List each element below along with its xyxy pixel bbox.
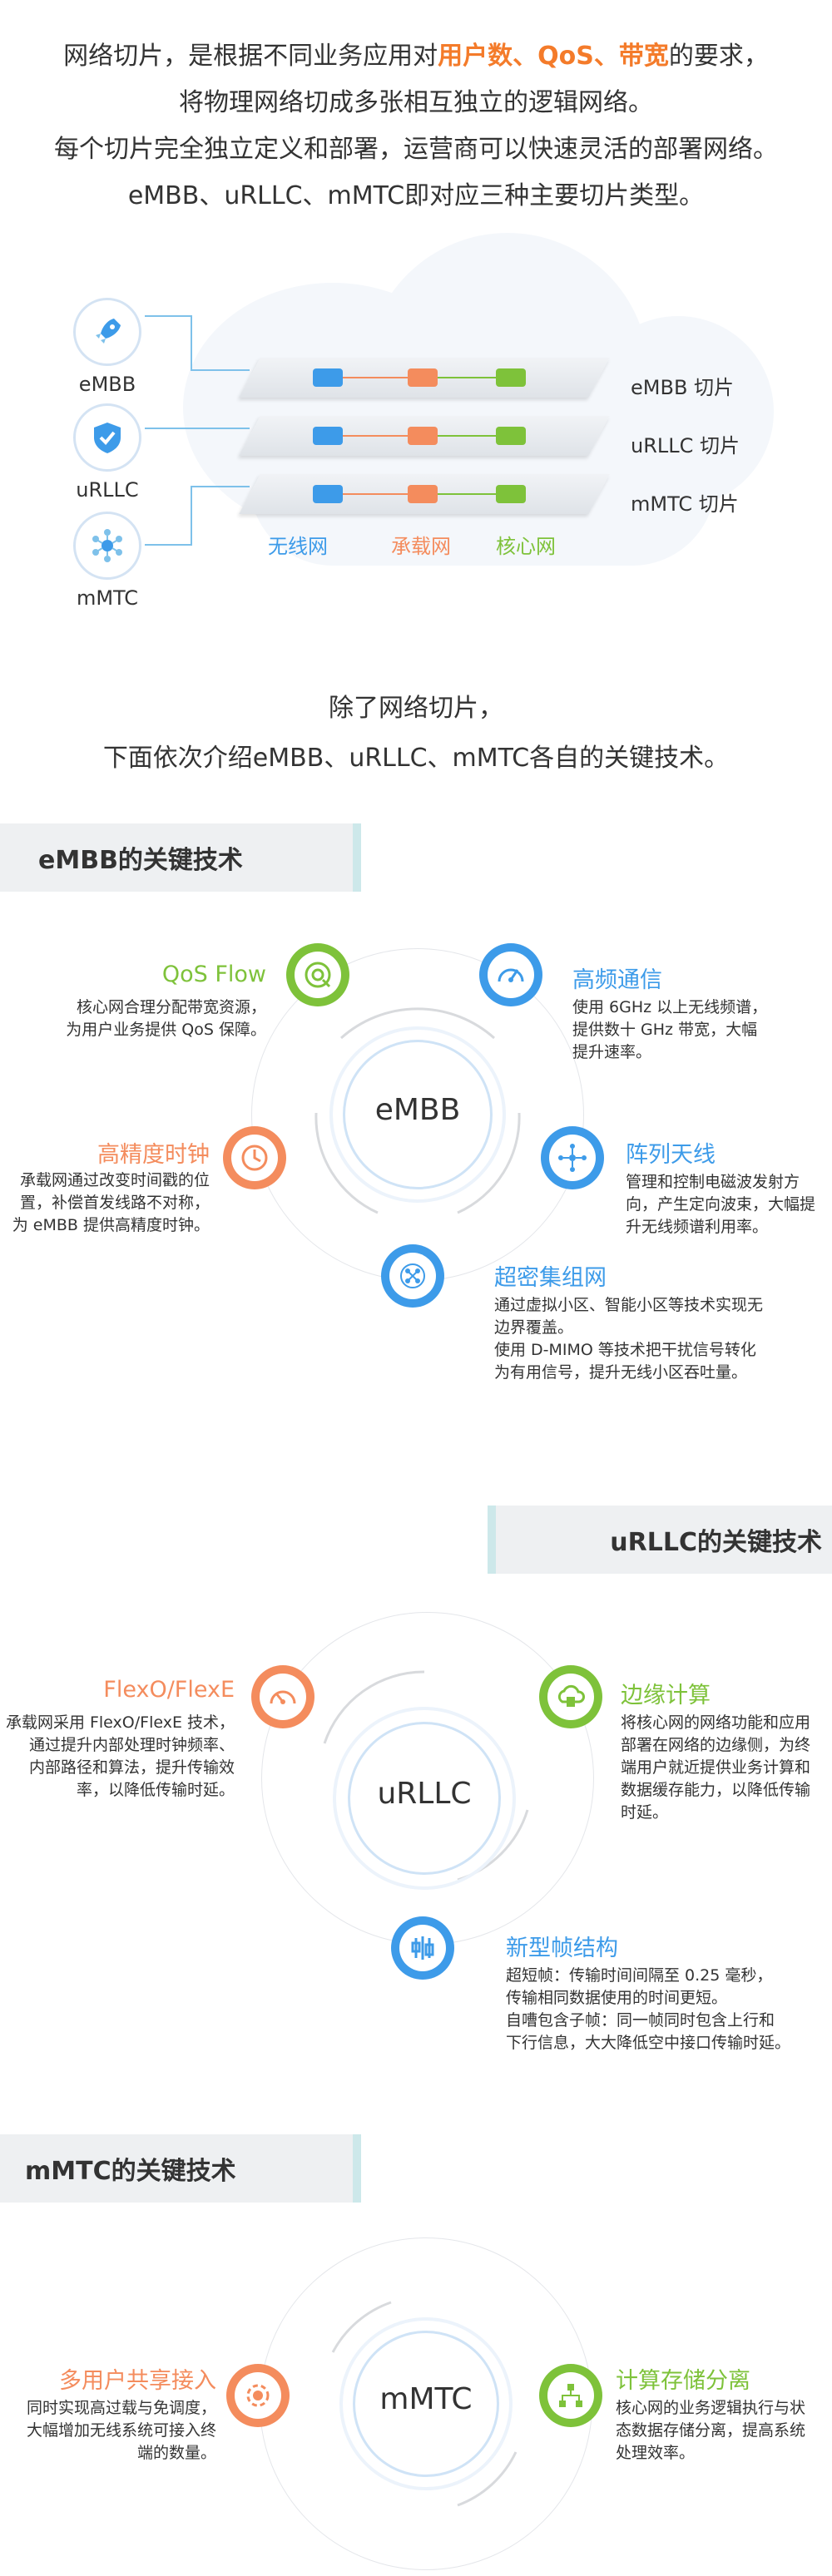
- clock-24-icon: [223, 1126, 286, 1189]
- intro-line-3: 每个切片完全独立定义和部署，运营商可以快速灵活的部署网络。: [54, 135, 778, 164]
- transition-text: 除了网络切片， 下面依次介绍eMBB、uRLLC、mMTC各自的关键技术。: [102, 694, 730, 773]
- antenna-array-icon: [541, 1126, 604, 1189]
- bearer-chip: [408, 427, 438, 445]
- section-heading-embb: eMBB的关键技术: [0, 823, 361, 892]
- intro-line-4: eMBB、uRLLC、mMTC即对应三种主要切片类型。: [127, 181, 705, 210]
- wireless-chip: [313, 485, 343, 503]
- tech-desc-ultra-dense: 通过虚拟小区、智能小区等技术实现无边界覆盖。使用 D-MIMO 等技术把干扰信号…: [494, 1296, 764, 1382]
- tech-title-precision-clock: 高精度时钟: [97, 1142, 210, 1168]
- center-circle: [348, 1722, 501, 1875]
- tech-title-shared-access: 多用户共享接入: [59, 2368, 216, 2394]
- connector-lines: [145, 315, 250, 546]
- slice-label-embb: eMBB 切片: [631, 376, 735, 399]
- edge-cloud-icon: [539, 1665, 602, 1728]
- slice-label-urllc: uRLLC 切片: [631, 434, 740, 457]
- dense-network-icon: [381, 1244, 444, 1308]
- tech-title-ultra-dense: 超密集组网: [494, 1265, 607, 1291]
- gauge-icon: [479, 943, 542, 1006]
- tech-title-flexo-flexe: FlexO/FlexE: [103, 1677, 235, 1703]
- tech-title-compute-storage: 计算存储分离: [616, 2368, 750, 2394]
- intro-line-1: 网络切片，是根据不同业务应用对用户数、QoS、带宽的要求，: [63, 42, 769, 71]
- slice-diagram: eMBB uRLLC mMTC eMBB 切片 uRLLC 切片 mMTC 切片…: [0, 233, 832, 632]
- tech-desc-high-frequency: 使用 6GHz 以上无线频谱，提供数十 GHz 带宽，大幅提升速率。: [572, 998, 768, 1061]
- left-item-urllc: uRLLC: [70, 403, 145, 502]
- wireless-chip: [313, 427, 343, 445]
- shield-check-icon: [73, 403, 141, 472]
- mid-ring: [329, 1026, 506, 1203]
- tech-desc-qos-flow: 核心网合理分配带宽资源，为用户业务提供 QoS 保障。: [66, 998, 266, 1039]
- rocket-icon: [73, 298, 141, 366]
- tech-title-high-frequency: 高频通信: [572, 967, 662, 993]
- plate-links: [333, 377, 499, 495]
- arc-decoration: [331, 2301, 518, 2507]
- compute-storage-icon: [539, 2364, 602, 2427]
- core-chip: [496, 485, 526, 503]
- section-heading-urllc: uRLLC的关键技术: [488, 1506, 832, 1574]
- tech-title-edge-computing: 边缘计算: [621, 1683, 711, 1708]
- bearer-chip: [408, 485, 438, 503]
- speedometer-icon: [251, 1665, 314, 1728]
- frame-structure-icon: [391, 1916, 454, 1980]
- tech-desc-compute-storage: 核心网的业务逻辑执行与状态数据存储分离，提高系统处理效率。: [616, 2399, 806, 2462]
- intro-text: 网络切片，是根据不同业务应用对用户数、QoS、带宽的要求， 将物理网络切成多张相…: [0, 33, 832, 220]
- left-item-mmtc: mMTC: [70, 512, 145, 610]
- mid-ring: [339, 2317, 513, 2490]
- tech-desc-edge-computing: 将核心网的网络功能和应用部署在网络的边缘侧，为终端用户就近提供业务计算和数据缓存…: [621, 1713, 811, 1822]
- arc-decoration: [314, 1007, 521, 1214]
- bearer-chip: [408, 368, 438, 387]
- tech-desc-precision-clock: 承载网通过改变时间戳的位置，补偿首发线路不对称，为 eMBB 提供高精度时钟。: [12, 1171, 210, 1234]
- core-chip: [496, 427, 526, 445]
- center-circle: [353, 2331, 499, 2477]
- wireless-chip: [313, 368, 343, 387]
- center-label-urllc: uRLLC: [377, 1777, 472, 1811]
- tech-title-frame-structure: 新型帧结构: [506, 1936, 618, 1961]
- intro-line-2: 将物理网络切成多张相互独立的逻辑网络。: [179, 88, 653, 117]
- network-label-core: 核心网: [496, 535, 556, 558]
- tech-title-array-antenna: 阵列天线: [626, 1142, 716, 1168]
- tech-desc-array-antenna: 管理和控制电磁波发射方向，产生定向波束，大幅提升无线频谱利用率。: [626, 1173, 816, 1236]
- mid-ring: [333, 1707, 516, 1890]
- network-label-bearer: 承载网: [391, 535, 451, 558]
- network-hub-icon: [73, 512, 141, 580]
- tech-desc-shared-access: 同时实现高过载与免调度，大幅增加无线系统可接入终端的数量。: [26, 2399, 216, 2462]
- left-item-embb: eMBB: [70, 298, 145, 396]
- tech-title-qos-flow: QoS Flow: [161, 962, 266, 987]
- section-heading-mmtc: mMTC的关键技术: [0, 2134, 361, 2203]
- shared-access-icon: [226, 2364, 290, 2427]
- slice-label-mmtc: mMTC 切片: [631, 492, 739, 516]
- center-label-mmtc: mMTC: [379, 2382, 473, 2416]
- tech-desc-frame-structure: 超短帧：传输时间间隔至 0.25 毫秒，传输相同数据使用的时间更短。自嘈包含子帧…: [506, 1966, 791, 2052]
- core-chip: [496, 368, 526, 387]
- qos-icon: [286, 943, 349, 1006]
- network-label-wireless: 无线网: [268, 535, 328, 558]
- center-label-embb: eMBB: [374, 1093, 461, 1127]
- tech-desc-flexo-flexe: 承载网采用 FlexO/FlexE 技术，通过提升内部处理时钟频率、内部路径和算…: [5, 1713, 235, 1799]
- center-circle: [343, 1040, 493, 1189]
